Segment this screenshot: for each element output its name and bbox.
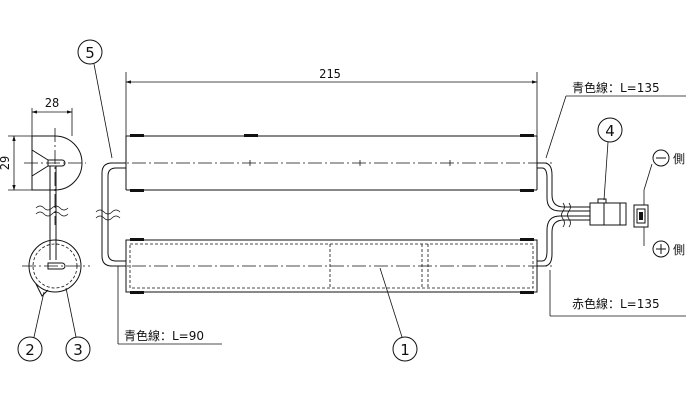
negative-terminal-label: 側 [643, 149, 685, 191]
negative-side-text: 側 [673, 152, 685, 166]
right-lead-wires [537, 162, 590, 267]
callout-5-number: 5 [85, 44, 95, 62]
callout-1: 1 [379, 267, 418, 362]
positive-terminal-label: 側 [652, 240, 685, 258]
upper-cell [110, 134, 552, 192]
end-view: 28 29 [0, 96, 90, 297]
blue-wire-right-label: 青色線：L=135 [572, 80, 660, 95]
positive-side-text: 側 [673, 243, 685, 257]
red-wire-right-label: 赤色線：L=135 [572, 296, 660, 311]
connector [589, 198, 627, 226]
length-dimension: 215 [125, 67, 538, 145]
callout-4: 4 [597, 117, 623, 201]
callout-1-number: 1 [400, 341, 410, 359]
blue-wire-right-callout: 青色線：L=135 [545, 80, 686, 159]
callout-3-number: 3 [73, 341, 83, 359]
blue-wire-left-label: 青色線：L=90 [124, 328, 204, 343]
width-label: 28 [45, 96, 59, 110]
red-wire-right-callout: 赤色線：L=135 [549, 270, 686, 317]
blue-wire-left-callout: 青色線：L=90 [117, 266, 222, 345]
callout-4-number: 4 [605, 122, 615, 140]
height-label: 29 [0, 156, 12, 170]
callout-5: 5 [77, 39, 113, 159]
terminal-housing [633, 190, 649, 246]
lower-cell [110, 238, 552, 294]
left-connecting-wire [95, 162, 126, 267]
length-label: 215 [319, 67, 341, 81]
callout-3: 3 [65, 287, 91, 362]
callout-2-number: 2 [25, 341, 35, 359]
callout-2: 2 [17, 291, 45, 362]
